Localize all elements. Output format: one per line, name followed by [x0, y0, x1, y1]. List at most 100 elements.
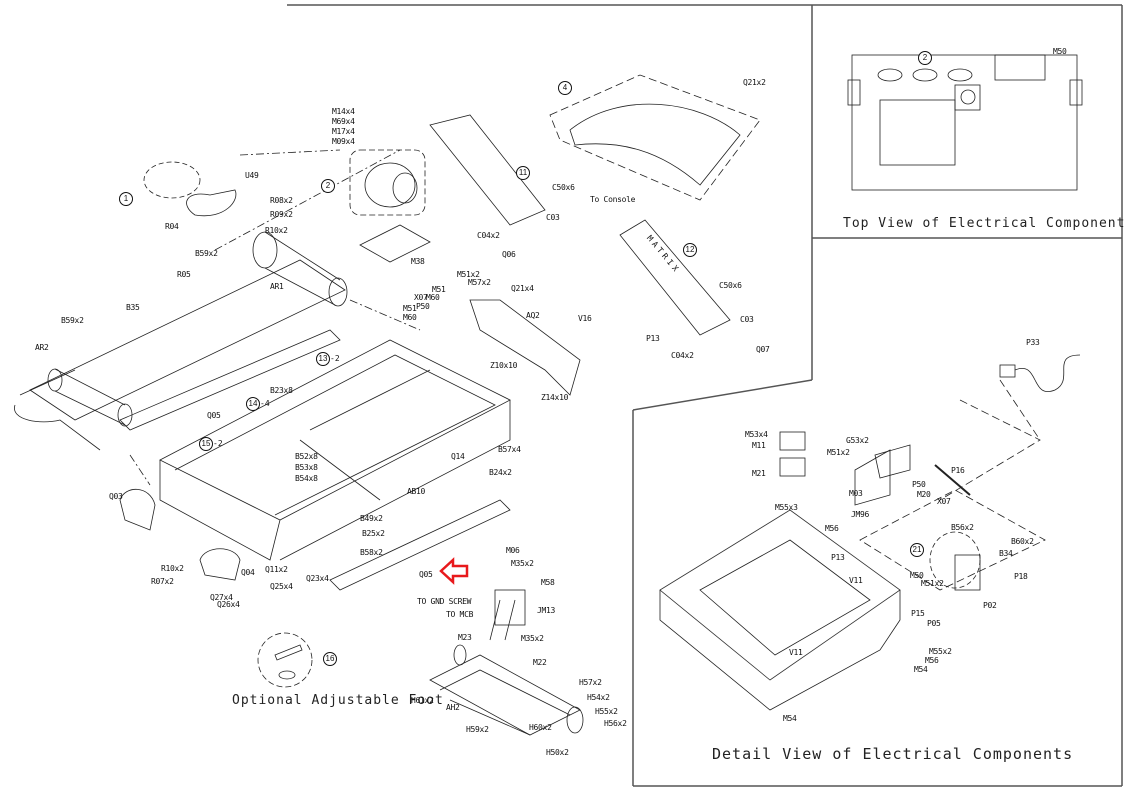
part-label: P16 [951, 466, 965, 475]
part-label: H56x2 [604, 719, 627, 728]
part-label: V11 [849, 576, 863, 585]
part-label: AR2 [35, 343, 49, 352]
part-label: R05 [177, 270, 191, 279]
top-view-title: Top View of Electrical Components [843, 216, 1126, 231]
running-belt [29, 259, 346, 421]
top-view-frame [851, 54, 1078, 191]
callout-12: 12 [683, 243, 697, 257]
part-label: B35 [126, 303, 140, 312]
note-to-mcb: TO MCB [446, 610, 474, 619]
part-label: JM96 [851, 510, 870, 519]
part-label: B25x2 [362, 529, 385, 538]
part-label: Q03 [109, 492, 123, 501]
part-label: B23x8 [270, 386, 293, 395]
detail-view-title: Detail View of Electrical Components [712, 745, 1074, 763]
part-label: Q07 [756, 345, 770, 354]
part-label: C50x6 [552, 183, 575, 192]
part-label: B24x2 [489, 468, 512, 477]
callout-14: 14 [246, 397, 260, 411]
callout-15: 15 [199, 437, 213, 451]
part-label: M50 [910, 571, 924, 580]
part-label: M60 [403, 313, 417, 322]
part-label: M11 [752, 441, 766, 450]
part-label: Q21x4 [511, 284, 534, 293]
part-label: B53x8 [295, 463, 318, 472]
top-view-board-2 [879, 99, 956, 166]
part-label: C04x2 [477, 231, 500, 240]
part-label: R10x2 [161, 564, 184, 573]
part-label: P33 [1026, 338, 1040, 347]
part-label: P13 [646, 334, 660, 343]
power-inlet-p33 [999, 364, 1016, 378]
part-label: P18 [1014, 572, 1028, 581]
part-label: P50 [416, 302, 430, 311]
part-label: B54x8 [295, 474, 318, 483]
callout-2: 2 [321, 179, 335, 193]
part-label: M58 [541, 578, 555, 587]
frame-ab10 [159, 339, 511, 521]
callout-15-suffix: -2 [213, 439, 223, 448]
part-label: B56x2 [951, 523, 974, 532]
part-label: M54 [914, 665, 928, 674]
part-label: R07x2 [151, 577, 174, 586]
part-label: B60x2 [1011, 537, 1034, 546]
callout-11: 11 [516, 166, 530, 180]
part-label: M22 [533, 658, 547, 667]
incline-motor-jm13 [494, 589, 526, 626]
part-label: M57x2 [468, 278, 491, 287]
part-label: X07 [937, 497, 951, 506]
part-label: H61x2 [411, 696, 434, 705]
callout-13: 13 [316, 352, 330, 366]
part-label: C50x6 [719, 281, 742, 290]
rear-cover-q03 [119, 488, 156, 531]
part-label: V11 [789, 648, 803, 657]
part-label: M53x4 [745, 430, 768, 439]
part-label: M56 [825, 524, 839, 533]
callout-21: 21 [910, 543, 924, 557]
callout-4: 4 [558, 81, 572, 95]
part-label: U49 [245, 171, 259, 180]
part-label: Q05 [207, 411, 221, 420]
part-label: B34 [999, 549, 1013, 558]
callout-13-suffix: -2 [330, 354, 340, 363]
part-label: M55x3 [775, 503, 798, 512]
part-label: H54x2 [587, 693, 610, 702]
group-1 [143, 161, 201, 199]
part-label: Q06 [502, 250, 516, 259]
motor-plate-m38 [359, 224, 431, 263]
part-label: M56 [925, 656, 939, 665]
part-label: H50x2 [546, 748, 569, 757]
part-label: B59x2 [61, 316, 84, 325]
part-label: AH2 [446, 703, 460, 712]
part-label-highlighted: Q05 [419, 570, 433, 579]
drive-belt-r04 [186, 189, 237, 217]
part-label: B57x4 [498, 445, 521, 454]
part-label: P05 [927, 619, 941, 628]
part-label: P50 [912, 480, 926, 489]
part-label: M35x2 [511, 559, 534, 568]
part-label: Z14x10 [541, 393, 569, 402]
part-label: M20 [917, 490, 931, 499]
part-label: M51x2 [827, 448, 850, 457]
control-board-m03 [854, 449, 891, 506]
part-label: Q25x4 [270, 582, 293, 591]
part-label: H57x2 [579, 678, 602, 687]
part-label: Q04 [241, 568, 255, 577]
note-to-console: To Console [590, 195, 636, 204]
part-label: M51 [432, 285, 446, 294]
part-label: M09x4 [332, 137, 355, 146]
part-label: M06 [506, 546, 520, 555]
part-label: M35x2 [521, 634, 544, 643]
part-label: H60x2 [529, 723, 552, 732]
part-label: V16 [578, 314, 592, 323]
callout-1: 1 [119, 192, 133, 206]
drive-motor [364, 162, 416, 208]
callout-2-top: 2 [918, 51, 932, 65]
part-label: B52x8 [295, 452, 318, 461]
motor-hood-group-4 [549, 74, 761, 201]
part-label: R08x2 [270, 196, 293, 205]
part-label: R04 [165, 222, 179, 231]
part-label: Q27x4 [210, 593, 233, 602]
part-label: M55x2 [929, 647, 952, 656]
